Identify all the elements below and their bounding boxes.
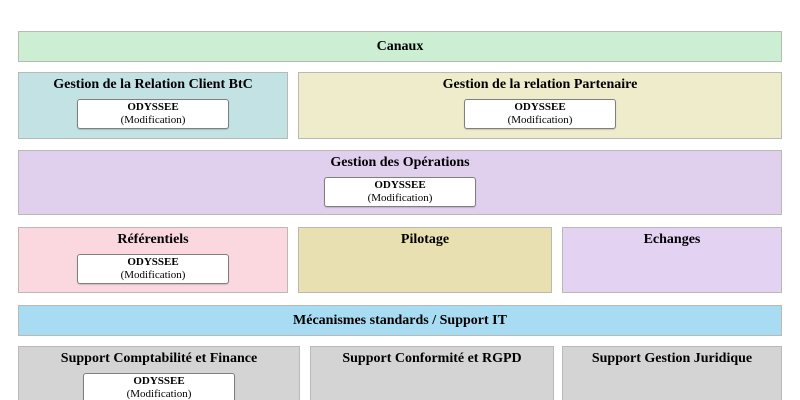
- block-support-conformite-rgpd: Support Conformité et RGPD: [310, 346, 554, 400]
- block-support-gestion-juridique: Support Gestion Juridique: [562, 346, 782, 400]
- block-gestion-relation-partenaire: Gestion de la relation Partenaire ODYSSE…: [298, 72, 782, 139]
- app-box-odyssee: ODYSSEE (Modification): [464, 99, 616, 129]
- app-name: ODYSSEE: [514, 101, 566, 113]
- block-canaux: Canaux: [18, 31, 782, 62]
- block-gestion-des-operations-title: Gestion des Opérations: [330, 155, 470, 170]
- block-support-comptabilite-finance: Support Comptabilité et Finance ODYSSEE …: [18, 346, 300, 400]
- app-box-odyssee: ODYSSEE (Modification): [77, 99, 229, 129]
- app-status: (Modification): [367, 192, 433, 204]
- block-canaux-title: Canaux: [376, 39, 424, 54]
- app-box-odyssee: ODYSSEE (Modification): [83, 373, 235, 400]
- block-pilotage: Pilotage: [298, 227, 552, 293]
- app-name: ODYSSEE: [127, 256, 179, 268]
- block-referentiels-title: Référentiels: [117, 232, 189, 247]
- block-mecanismes-standards-support-it-title: Mécanismes standards / Support IT: [293, 313, 507, 328]
- block-mecanismes-standards-support-it: Mécanismes standards / Support IT: [18, 305, 782, 336]
- block-echanges-title: Echanges: [643, 232, 701, 247]
- block-echanges: Echanges: [562, 227, 782, 293]
- app-status: (Modification): [120, 269, 186, 281]
- block-pilotage-title: Pilotage: [400, 232, 450, 247]
- block-gestion-relation-client-btc: Gestion de la Relation Client BtC ODYSSE…: [18, 72, 288, 139]
- app-box-odyssee: ODYSSEE (Modification): [324, 177, 476, 207]
- app-box-odyssee: ODYSSEE (Modification): [77, 254, 229, 284]
- block-gestion-des-operations: Gestion des Opérations ODYSSEE (Modifica…: [18, 150, 782, 215]
- app-name: ODYSSEE: [127, 101, 179, 113]
- block-referentiels: Référentiels ODYSSEE (Modification): [18, 227, 288, 293]
- block-gestion-relation-partenaire-title: Gestion de la relation Partenaire: [442, 77, 638, 92]
- block-support-conformite-rgpd-title: Support Conformité et RGPD: [342, 351, 522, 366]
- block-support-comptabilite-finance-title: Support Comptabilité et Finance: [60, 351, 258, 366]
- app-status: (Modification): [126, 388, 192, 400]
- app-name: ODYSSEE: [374, 179, 426, 191]
- app-status: (Modification): [507, 114, 573, 126]
- app-name: ODYSSEE: [133, 375, 185, 387]
- app-status: (Modification): [120, 114, 186, 126]
- block-support-gestion-juridique-title: Support Gestion Juridique: [591, 351, 753, 366]
- block-gestion-relation-client-btc-title: Gestion de la Relation Client BtC: [53, 77, 253, 92]
